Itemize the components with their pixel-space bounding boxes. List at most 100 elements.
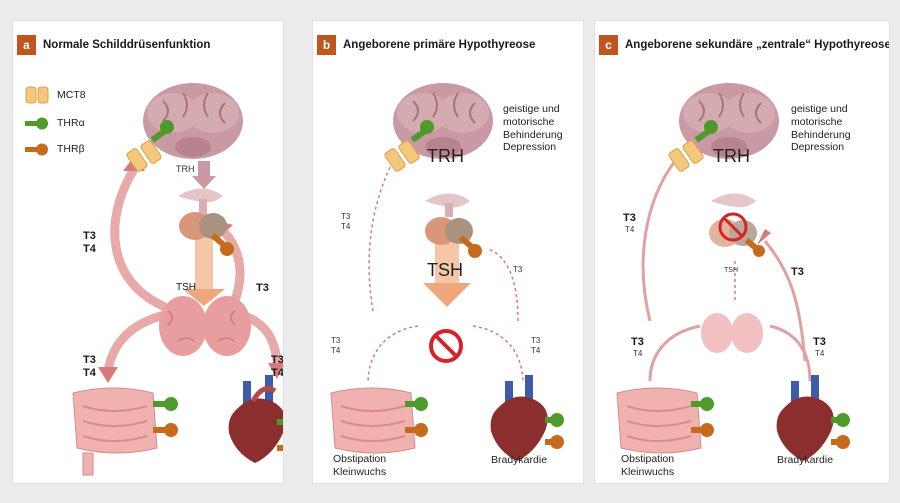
arrow-tsh <box>195 231 213 291</box>
intestine-thr-beta-icon <box>405 423 428 437</box>
panel-b-heart-t4-label: T4 <box>531 346 541 355</box>
panel-c-gut-t4-label: T4 <box>633 349 643 358</box>
heart-icon <box>490 375 548 461</box>
panel-b-badge: b <box>317 35 336 55</box>
stop-icon <box>718 212 748 242</box>
panel-c-brain-symptoms: geistige und motorische Behinderung Depr… <box>791 103 851 154</box>
legend-mct8: MCT8 <box>25 85 86 105</box>
panel-c-tsh-label: TSH <box>724 267 738 274</box>
panel-a-heart-t3-label: T3 <box>271 354 284 366</box>
brain-icon <box>143 83 243 159</box>
dashed-arrow-to-gut <box>367 325 419 384</box>
heart-thr-beta-icon <box>831 435 850 449</box>
gut-symptom-line: Kleinwuchs <box>621 465 675 478</box>
brain-symptom-line: geistige und <box>503 103 560 115</box>
arrow-to-pituitary-c-head <box>757 229 771 245</box>
intestine-thr-alpha-icon <box>405 397 428 411</box>
panel-a-gut-t3-label: T3 <box>83 354 96 366</box>
arrow-to-heart-c <box>769 324 812 382</box>
gut-symptom-line: Obstipation <box>333 453 387 465</box>
panel-c-illustration <box>616 83 850 461</box>
panel-b-gut-symptoms: Obstipation Kleinwuchs <box>333 453 386 479</box>
thr-beta-receptor-icon <box>25 143 48 156</box>
heart-thr-alpha-icon <box>545 413 564 427</box>
dashed-arrow-to-heart <box>472 325 524 384</box>
pituitary-thr-beta-icon <box>458 235 482 258</box>
gut-symptom-line: Obstipation <box>621 453 675 465</box>
legend-thr-alpha: THRα <box>25 113 85 133</box>
arrow-thyroid-to-brain <box>110 166 168 311</box>
panel-a-illustration <box>72 83 283 476</box>
panel-b-trh-label: TRH <box>427 146 464 166</box>
brain-mct8-icon <box>126 140 162 172</box>
brain-icon <box>393 83 493 159</box>
panel-a-brain-t4-label: T4 <box>83 243 96 255</box>
legend-thr-beta: THRβ <box>25 139 85 159</box>
panel-c-gut-symptoms: Obstipation Kleinwuchs <box>621 453 674 479</box>
panel-b-brain-t4-label: T4 <box>341 222 351 231</box>
intestine-icon <box>72 387 158 476</box>
panel-central-hypothyroidism: c Angeborene sekundäre „zentrale“ Hypoth… <box>594 20 890 484</box>
thyroid-icon <box>159 296 251 356</box>
pituitary-thr-beta-icon <box>744 237 765 257</box>
panel-b-tsh-label: TSH <box>427 260 463 280</box>
panel-c-heart-symptom: Bradykardie <box>777 454 834 466</box>
panel-b-pituitary-t3-label: T3 <box>513 265 523 274</box>
brain-thr-alpha-icon <box>694 120 718 143</box>
intestine-thr-beta-icon <box>153 423 178 437</box>
arrow-to-pituitary-c <box>763 240 807 362</box>
dashed-arrow-to-pituitary <box>487 248 519 322</box>
arrow-tsh-head <box>183 289 225 306</box>
thyroid-icon <box>701 313 763 353</box>
gut-symptom-line: Kleinwuchs <box>333 465 387 478</box>
intestine-icon <box>616 387 702 454</box>
arrow-to-brain-c <box>641 160 677 322</box>
brain-symptom-line: Depression <box>791 141 845 154</box>
panel-a-pituitary-t3-label: T3 <box>256 282 269 294</box>
panel-a-brain-t3-label: T3 <box>83 230 96 242</box>
arrow-trh-head <box>192 176 216 189</box>
brain-symptom-line: geistige und <box>791 103 848 115</box>
heart-thr-alpha-icon <box>831 413 850 427</box>
panel-c-heart-t3-label: T3 <box>813 336 826 348</box>
arrow-thyroid-to-pituitary <box>220 228 245 311</box>
brain-mct8-icon <box>668 140 704 172</box>
panel-b-heart-t3-label: T3 <box>531 336 541 345</box>
panel-b-brain-t3-label: T3 <box>341 212 351 221</box>
panel-b-title: Angeborene primäre Hypothyreose <box>343 39 536 51</box>
brain-thr-alpha-icon <box>150 120 174 143</box>
panel-a-heart-t4-label: T4 <box>271 367 284 379</box>
brain-symptom-line: Depression <box>503 141 557 154</box>
panel-c-brain-t3-label: T3 <box>623 212 636 224</box>
legend-thr-alpha-label: THRα <box>57 117 85 129</box>
panel-a-title: Normale Schilddrüsenfunktion <box>43 39 211 51</box>
legend-mct8-label: MCT8 <box>57 89 86 101</box>
brain-symptom-line: Behinderung <box>791 128 851 141</box>
arrow-tsh-b <box>435 239 459 289</box>
mct8-transporter-icon <box>25 86 49 104</box>
arrow-tsh-b-head <box>423 283 471 307</box>
panel-c-gut-t3-label: T3 <box>631 336 644 348</box>
thr-alpha-receptor-icon <box>25 117 48 130</box>
panel-b-brain-symptoms: geistige und motorische Behinderung Depr… <box>503 103 563 154</box>
brain-symptom-line: motorische <box>791 115 843 128</box>
arrow-trh <box>198 161 210 177</box>
panel-c-badge: c <box>599 35 618 55</box>
intestine-icon <box>330 387 416 454</box>
brain-icon <box>679 83 779 159</box>
arrow-thyroid-to-gut-head <box>98 367 118 383</box>
brain-thr-alpha-icon <box>410 120 434 143</box>
panel-normal-thyroid: a Normale Schilddrüsenfunktion MCT8 THRα… <box>12 20 284 484</box>
legend-thr-beta-label: THRβ <box>57 143 85 155</box>
panel-b-illustration <box>330 83 564 461</box>
brain-symptom-line: Behinderung <box>503 128 563 141</box>
brain-symptom-line: motorische <box>503 115 555 128</box>
panel-primary-hypothyroidism: b Angeborene primäre Hypothyreose <box>312 20 584 484</box>
heart-thr-beta-icon <box>545 435 564 449</box>
arrow-to-gut-c <box>648 324 701 382</box>
intestine-thr-alpha-icon <box>153 397 178 411</box>
pituitary-icon <box>178 188 227 240</box>
panel-a-tsh-label: TSH <box>176 282 196 293</box>
pituitary-icon <box>425 193 473 245</box>
intestine-thr-beta-icon <box>691 423 714 437</box>
